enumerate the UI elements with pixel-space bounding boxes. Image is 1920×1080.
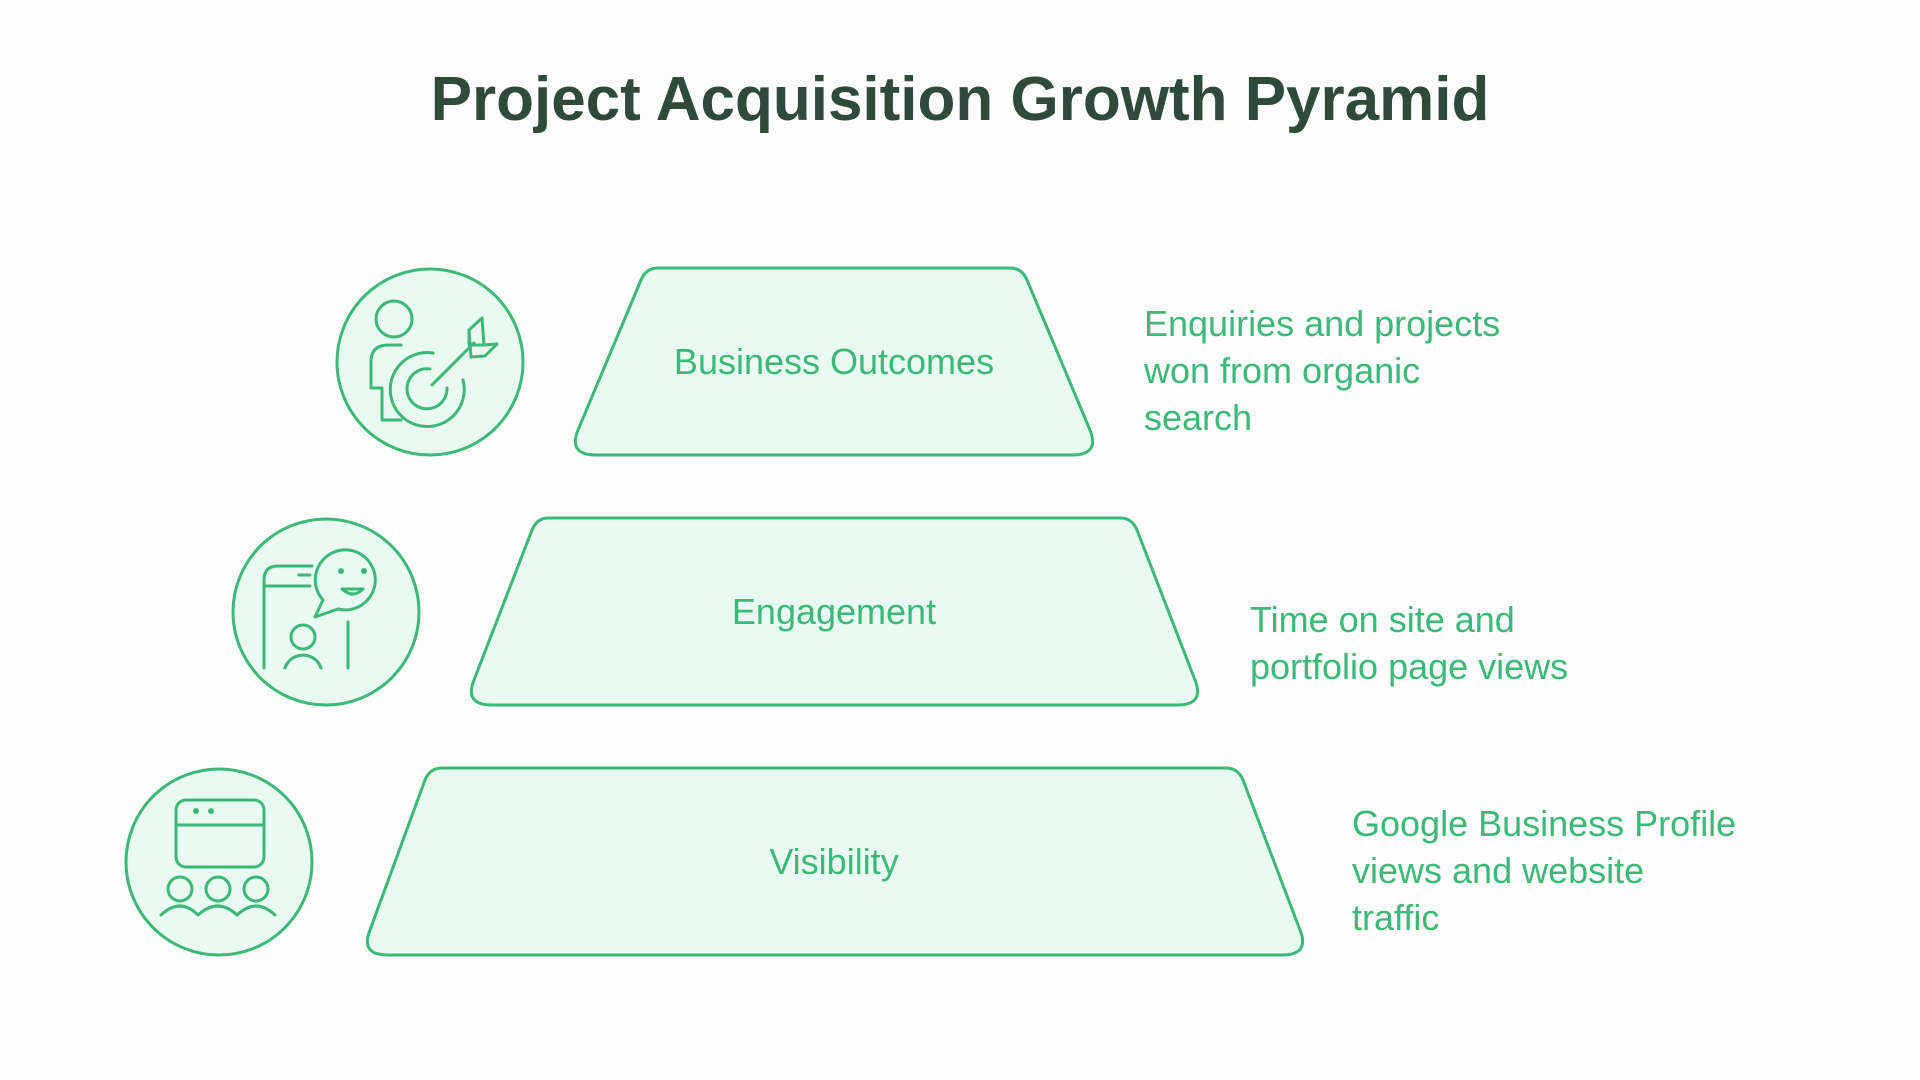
tier-label-engagement: Engagement xyxy=(731,591,937,632)
tier-shape-engagement xyxy=(469,516,1200,707)
browser-audience-icon xyxy=(159,798,277,917)
tier-shape-business-outcomes xyxy=(573,266,1095,457)
description-line: traffic xyxy=(1352,897,1440,938)
description-line: won from organic xyxy=(1144,350,1421,391)
description-line: Enquiries and projects xyxy=(1144,303,1501,344)
tier-description-business-outcomes: Enquiries and projects won from organic … xyxy=(1144,300,1500,441)
person-target-icon xyxy=(369,299,499,428)
description-line: Google Business Profile xyxy=(1352,803,1737,844)
description-line: Time on site and xyxy=(1250,599,1515,640)
description-line: portfolio page views xyxy=(1250,646,1569,687)
tier-label-visibility: Visibility xyxy=(769,841,899,882)
page-title: Project Acquisition Growth Pyramid xyxy=(430,65,1490,134)
phone-chat-smile-icon xyxy=(262,548,377,670)
tier-label-business-outcomes: Business Outcomes xyxy=(673,341,995,382)
tier-shape-visibility xyxy=(365,766,1305,957)
description-line: search xyxy=(1144,397,1253,438)
icon-circle-visibility xyxy=(124,767,314,957)
tier-description-visibility: Google Business Profile views and websit… xyxy=(1352,800,1736,941)
description-line: views and website xyxy=(1352,850,1645,891)
tier-description-engagement: Time on site and portfolio page views xyxy=(1250,596,1568,690)
